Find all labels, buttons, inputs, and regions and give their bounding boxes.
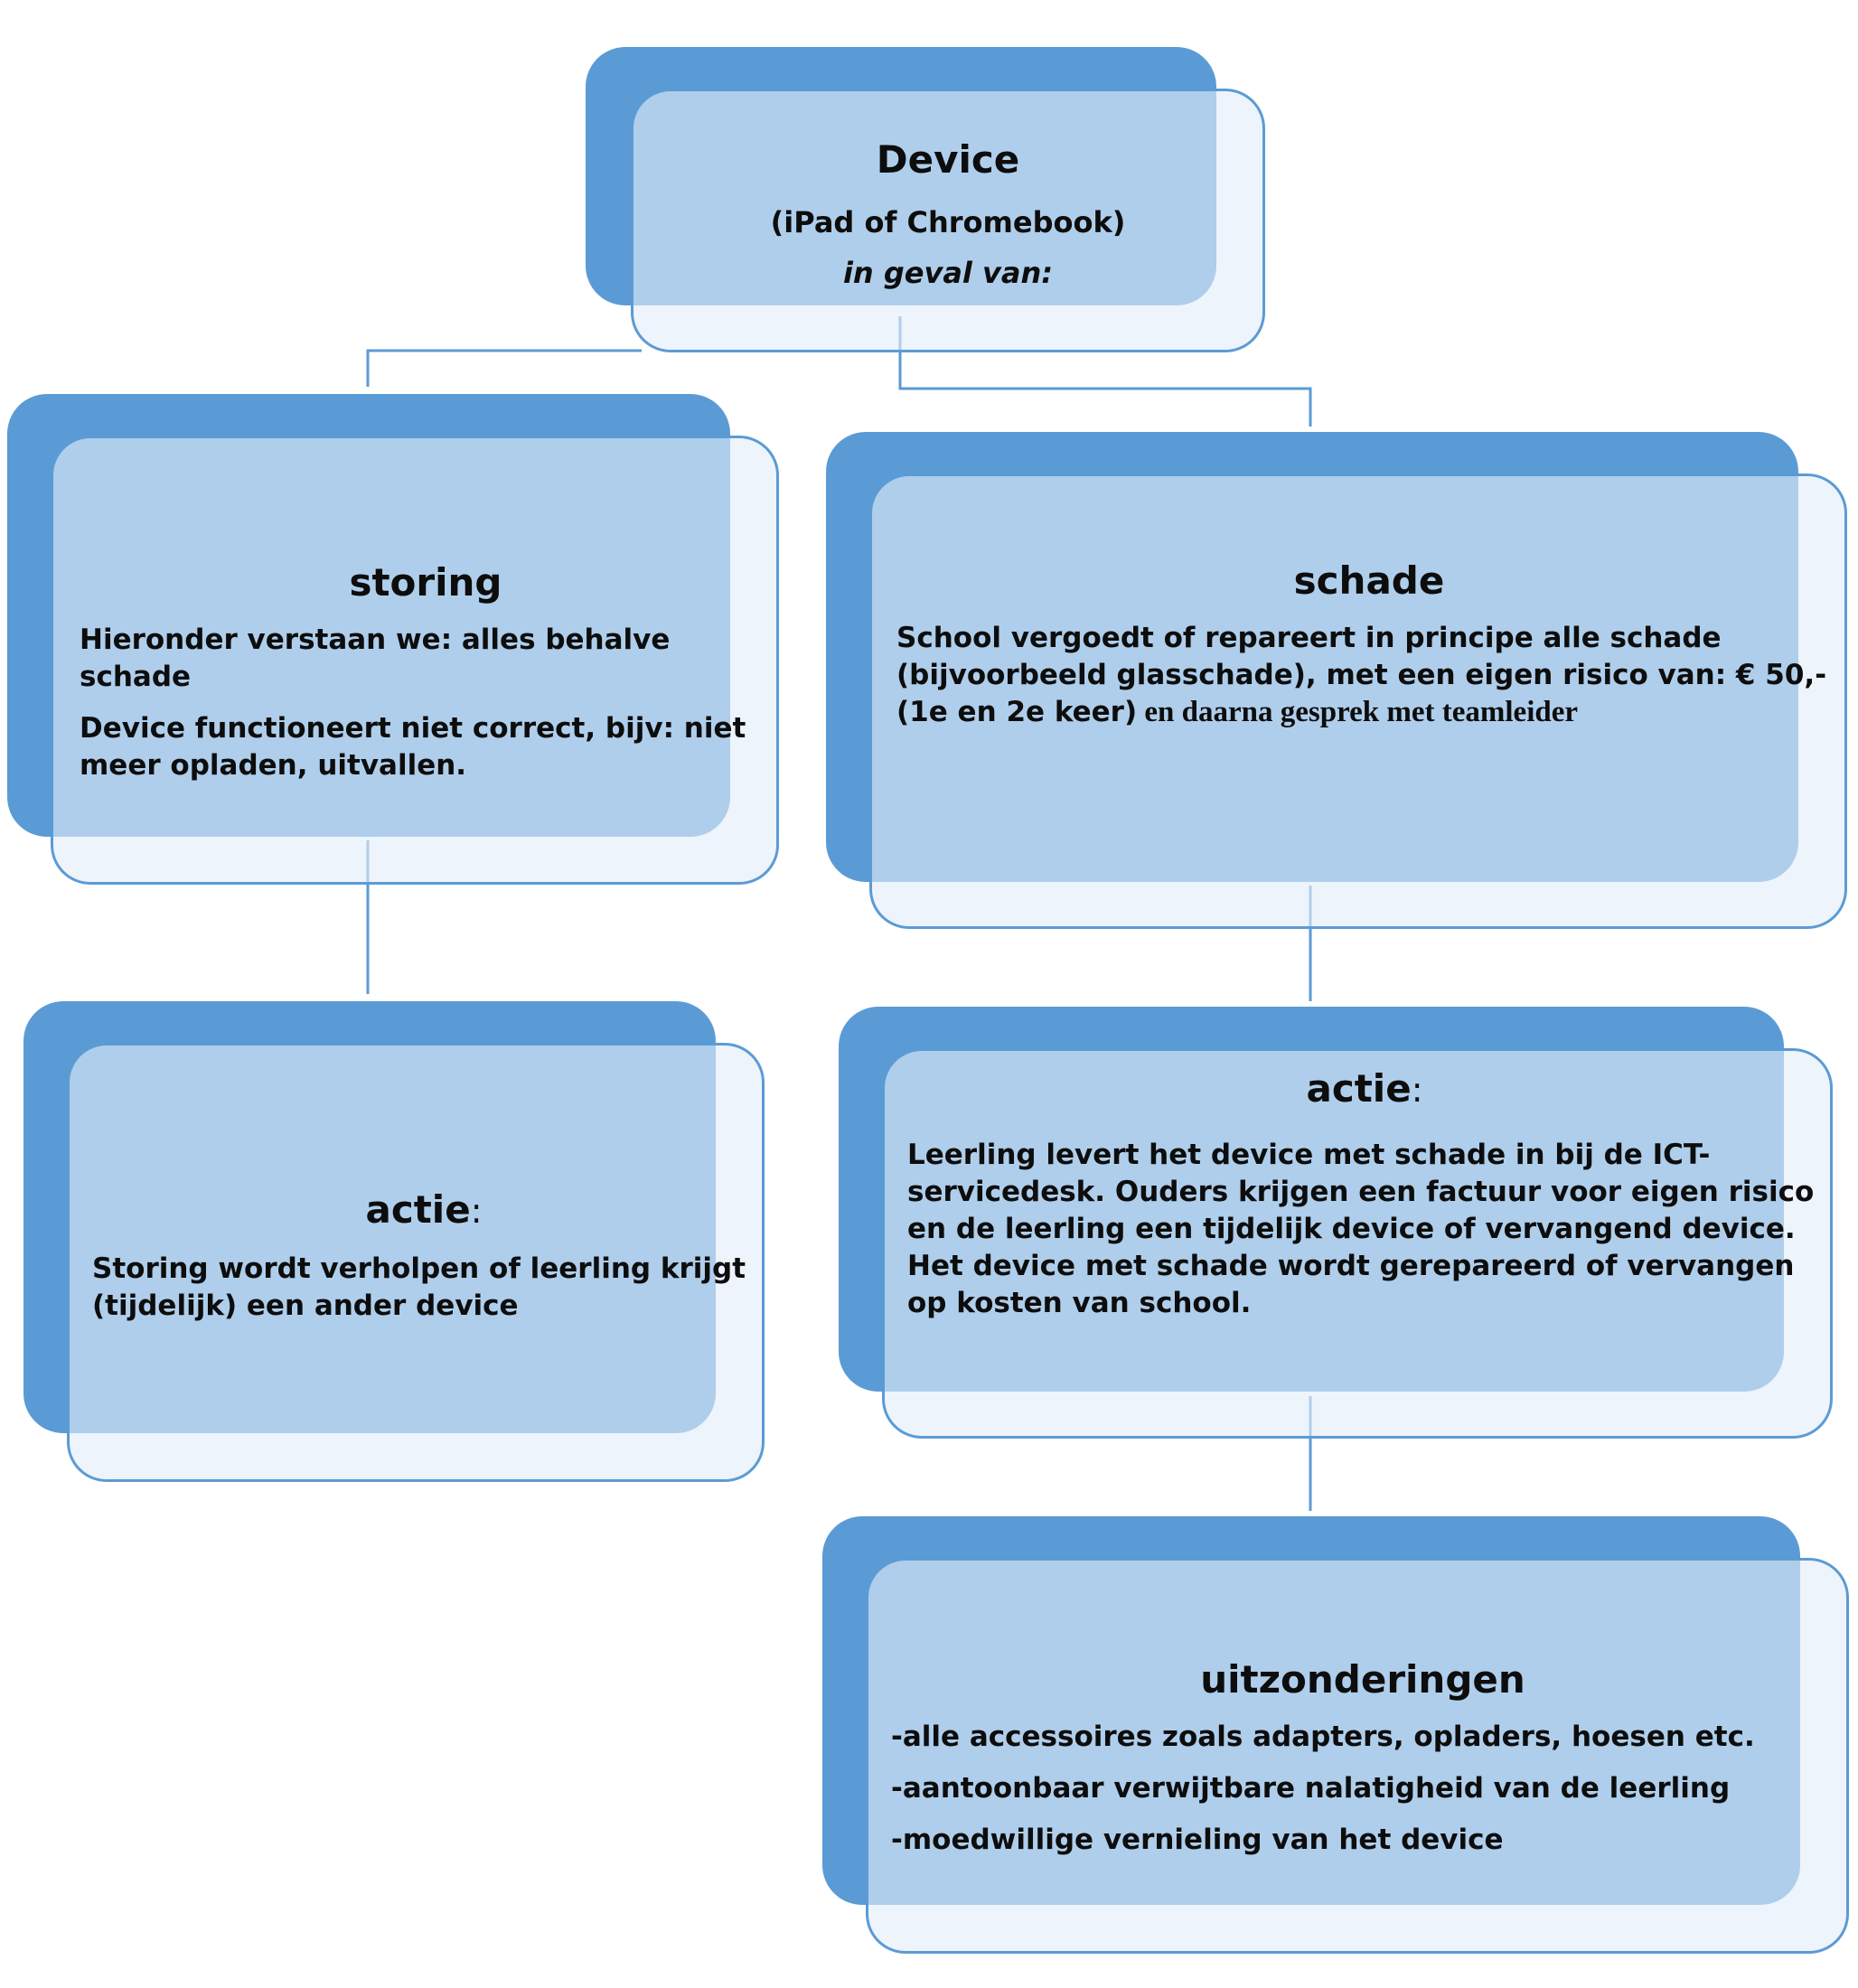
schade-node-front: [869, 474, 1847, 929]
actie-schade-line-1: Leerling levert het device met schade in…: [907, 1139, 1815, 1246]
actie-schade-node-front: [882, 1048, 1833, 1439]
uitzonderingen-node-front: [866, 1558, 1849, 1954]
storing-node: storing Hieronder verstaan we: alles beh…: [7, 394, 779, 885]
actie-schade-title: actie:: [907, 1066, 1822, 1111]
device-subtitle: (iPad of Chromebook): [770, 205, 1126, 240]
storing-title: storing: [349, 560, 502, 605]
connector-device-to-schade: [898, 316, 1312, 427]
schade-node-content: schade School vergoedt of repareert in p…: [896, 558, 1836, 731]
actie-storing-text: Storing wordt verholpen of leerling krij…: [92, 1252, 746, 1323]
storing-node-content: storing Hieronder verstaan we: alles beh…: [80, 560, 766, 784]
actie-storing-title-text: actie: [365, 1187, 471, 1232]
device-node: Device (iPad of Chromebook) in geval van…: [586, 47, 1265, 352]
actie-schade-node-content: actie: Leerling levert het device met sc…: [907, 1066, 1822, 1322]
schade-node: schade School vergoedt of repareert in p…: [826, 432, 1847, 929]
uitzonderingen-node-content: uitzonderingen -alle accessoires zoals a…: [891, 1657, 1831, 1859]
connector-device-to-storing: [366, 349, 642, 387]
device-node-front: [631, 89, 1265, 352]
device-node-content: Device (iPad of Chromebook) in geval van…: [631, 137, 1265, 293]
device-title: Device: [876, 137, 1020, 182]
uitzonderingen-node: uitzonderingen -alle accessoires zoals a…: [822, 1516, 1849, 1954]
actie-schade-title-text: actie: [1306, 1066, 1412, 1111]
actie-storing-node-content: actie: Storing wordt verholpen of leerli…: [92, 1187, 752, 1325]
actie-schade-node: actie: Leerling levert het device met sc…: [839, 1007, 1833, 1439]
uitzonderingen-line-2: -aantoonbaar verwijtbare nalatigheid van…: [891, 1772, 1731, 1805]
uitzonderingen-line-1: -alle accessoires zoals adapters, oplade…: [891, 1721, 1755, 1754]
actie-storing-node: actie: Storing wordt verholpen of leerli…: [23, 1001, 765, 1482]
actie-storing-title-colon: :: [470, 1191, 483, 1231]
storing-node-front: [51, 436, 779, 885]
storing-line-2: Device functioneert niet correct, bijv: …: [80, 712, 746, 783]
actie-schade-title-colon: :: [1411, 1070, 1423, 1110]
schade-text: School vergoedt of repareert in principe…: [896, 620, 1836, 731]
uitzonderingen-title: uitzonderingen: [1200, 1657, 1525, 1702]
actie-storing-title: actie:: [92, 1187, 752, 1233]
device-note: in geval van:: [842, 256, 1054, 291]
schade-text-part2: en daarna gesprek met teamleider: [1137, 696, 1579, 729]
schade-text-part1: School vergoedt of repareert in principe…: [896, 622, 1827, 729]
actie-schade-line-2: Het device met schade wordt gerepareerd …: [907, 1250, 1795, 1320]
storing-line-1: Hieronder verstaan we: alles behalve sch…: [80, 624, 671, 694]
uitzonderingen-line-3: -moedwillige vernieling van het device: [891, 1824, 1504, 1857]
actie-storing-node-front: [67, 1043, 765, 1482]
schade-title: schade: [1293, 558, 1445, 603]
